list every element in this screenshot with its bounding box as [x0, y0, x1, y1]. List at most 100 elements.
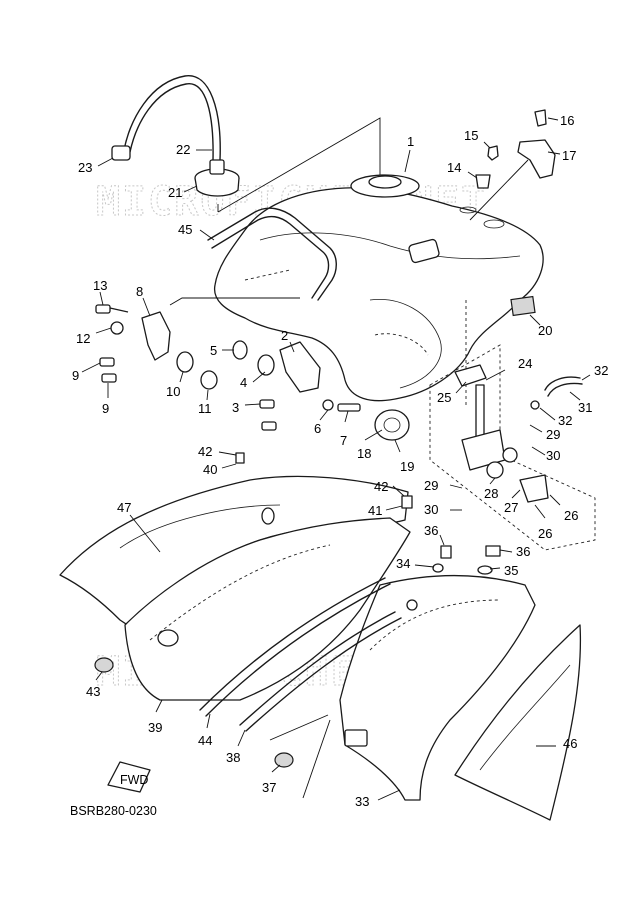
callout-30b: 30 — [424, 502, 462, 517]
callout-34: 34 — [396, 556, 435, 571]
svg-text:44: 44 — [198, 733, 212, 748]
svg-text:2: 2 — [281, 328, 288, 343]
callout-15: 15 — [464, 128, 491, 149]
callout-21: 21 — [168, 185, 198, 200]
svg-text:30: 30 — [546, 448, 560, 463]
svg-text:30: 30 — [424, 502, 438, 517]
callout-13: 13 — [93, 278, 107, 306]
callout-46: 46 — [536, 736, 577, 751]
left-bracket-group — [95, 304, 218, 390]
fuel-cap-21 — [194, 159, 240, 197]
callout-20: 20 — [529, 314, 552, 338]
callout-7: 7 — [340, 410, 349, 448]
fuel-tank-1 — [213, 174, 544, 402]
seal-strips-38-44 — [199, 577, 402, 732]
svg-text:27: 27 — [504, 500, 518, 515]
svg-text:26: 26 — [564, 508, 578, 523]
callout-33: 33 — [355, 789, 401, 809]
callout-42a: 42 — [198, 444, 237, 459]
svg-text:29: 29 — [546, 427, 560, 442]
callout-18: 18 — [357, 429, 383, 461]
callout-2: 2 — [281, 328, 295, 353]
svg-text:42: 42 — [374, 479, 388, 494]
svg-text:22: 22 — [176, 142, 190, 157]
svg-text:32: 32 — [558, 413, 572, 428]
svg-text:26: 26 — [538, 526, 552, 541]
callout-41: 41 — [368, 503, 403, 518]
svg-text:33: 33 — [355, 794, 369, 809]
callout-3: 3 — [232, 400, 261, 415]
svg-text:9: 9 — [102, 401, 109, 416]
callout-32b: 32 — [539, 407, 572, 428]
callout-4: 4 — [240, 371, 266, 390]
svg-text:17: 17 — [562, 148, 576, 163]
callout-26a: 26 — [534, 504, 552, 541]
svg-text:20: 20 — [538, 323, 552, 338]
svg-text:9: 9 — [72, 368, 79, 383]
svg-text:35: 35 — [504, 563, 518, 578]
cover-33 — [339, 574, 536, 801]
callout-labels: 1 2 3 4 5 6 7 8 9 9 10 11 12 13 14 15 16… — [72, 113, 608, 809]
callout-32a: 32 — [581, 363, 608, 381]
svg-text:31: 31 — [578, 400, 592, 415]
callout-27: 27 — [504, 489, 521, 515]
svg-text:25: 25 — [437, 390, 451, 405]
callout-35: 35 — [489, 563, 518, 578]
svg-text:39: 39 — [148, 720, 162, 735]
svg-text:34: 34 — [396, 556, 410, 571]
callout-42b: 42 — [374, 479, 405, 497]
callout-44: 44 — [198, 713, 212, 748]
breather-hose-assembly — [111, 75, 221, 161]
callout-10: 10 — [166, 371, 184, 399]
callout-17: 17 — [547, 148, 576, 163]
callout-28: 28 — [484, 477, 498, 501]
callout-45: 45 — [178, 222, 215, 241]
sticker-20 — [510, 295, 536, 317]
callout-12: 12 — [76, 327, 112, 346]
callout-43: 43 — [86, 671, 103, 699]
callout-24: 24 — [485, 356, 532, 381]
svg-text:37: 37 — [262, 780, 276, 795]
callout-6: 6 — [314, 409, 329, 436]
svg-text:16: 16 — [560, 113, 574, 128]
mid-bracket-group — [232, 340, 361, 431]
callout-30a: 30 — [531, 446, 560, 463]
svg-text:11: 11 — [198, 401, 212, 416]
svg-text:47: 47 — [117, 500, 131, 515]
callout-8: 8 — [136, 284, 151, 317]
callout-29a: 29 — [529, 424, 560, 442]
hose-clip-23 — [111, 145, 131, 161]
fuel-cock-18-19 — [374, 409, 410, 441]
svg-text:21: 21 — [168, 185, 182, 200]
callout-14: 14 — [447, 160, 478, 179]
svg-text:36: 36 — [424, 523, 438, 538]
diagram-code: BSRB280-0230 — [70, 804, 157, 818]
callout-19: 19 — [394, 439, 414, 474]
fuel-cock-24 — [454, 364, 549, 503]
svg-text:38: 38 — [226, 750, 240, 765]
callout-11: 11 — [198, 389, 212, 416]
svg-text:36: 36 — [516, 544, 530, 559]
callout-22: 22 — [176, 142, 212, 157]
svg-text:46: 46 — [563, 736, 577, 751]
svg-text:3: 3 — [232, 400, 239, 415]
callout-1: 1 — [404, 134, 414, 173]
svg-text:23: 23 — [78, 160, 92, 175]
callout-9a: 9 — [72, 362, 101, 383]
fasteners-lower — [94, 452, 501, 768]
decal-46 — [454, 624, 582, 821]
svg-text:8: 8 — [136, 284, 143, 299]
svg-text:15: 15 — [464, 128, 478, 143]
svg-text:18: 18 — [357, 446, 371, 461]
svg-text:45: 45 — [178, 222, 192, 237]
callout-39: 39 — [148, 699, 162, 735]
svg-text:7: 7 — [340, 433, 347, 448]
callout-31: 31 — [569, 391, 592, 415]
callout-16: 16 — [547, 113, 574, 128]
tank-bracket-45 — [207, 207, 337, 301]
callout-25: 25 — [437, 381, 467, 405]
svg-text:41: 41 — [368, 503, 382, 518]
callout-37: 37 — [262, 764, 281, 795]
svg-text:5: 5 — [210, 343, 217, 358]
